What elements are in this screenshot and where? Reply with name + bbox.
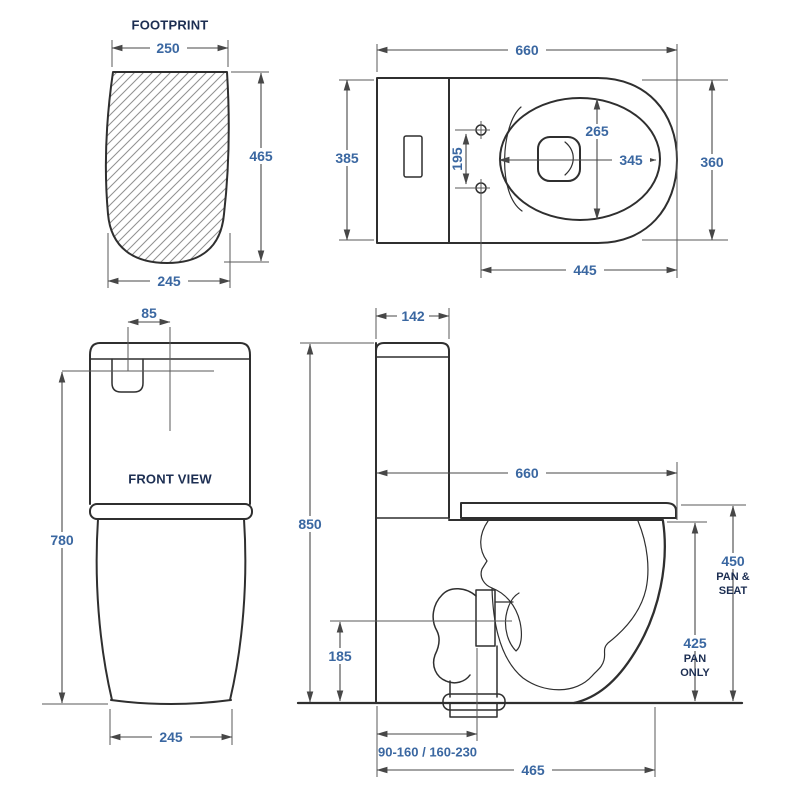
plan-seat-width-dim: 360 <box>700 154 724 170</box>
plan-bowl-width-dim: 265 <box>585 123 609 139</box>
pan-seat-label: PAN & <box>716 571 749 583</box>
dimension-text-mask <box>152 730 190 744</box>
front-view: FRONT VIEW 85 780 245 <box>42 305 253 745</box>
side-overall-height-dim: 850 <box>298 516 322 532</box>
dimension-text-mask <box>397 309 429 323</box>
flush-button <box>403 135 423 178</box>
side-pan-only-height-dim: 425 <box>683 635 707 651</box>
plan-fixing-centres-dim: 195 <box>449 147 465 171</box>
pan-only-label: PAN <box>684 653 706 665</box>
dimension-text-mask <box>566 263 604 277</box>
footprint-top-width-dim: 250 <box>156 40 180 56</box>
outlet-flange <box>442 693 506 711</box>
dimension-text-mask <box>578 124 616 139</box>
dimension-text-mask <box>291 516 329 532</box>
seat-lid-slab <box>460 502 677 519</box>
trap-bend <box>432 588 477 684</box>
dimension-text-mask <box>693 154 731 170</box>
dimension-text-mask <box>714 553 752 569</box>
dimension-text-mask <box>150 274 188 288</box>
cistern-outline <box>375 342 450 519</box>
dimension-text-mask <box>508 43 546 57</box>
button-recess <box>111 358 144 393</box>
dimension-text-mask <box>514 763 552 777</box>
plan-bowl-length-dim: 345 <box>619 152 643 168</box>
plan-overall-length-dim: 660 <box>515 42 539 58</box>
front-base-width-dim: 245 <box>159 729 183 745</box>
footprint-outline <box>104 71 230 264</box>
plan-view: 660 385 360 265 345 195 445 <box>328 42 731 278</box>
bowl-inner-outline <box>480 520 649 691</box>
footprint-view: FOOTPRINT 250 465 245 <box>104 18 280 289</box>
dimension-text-mask <box>328 150 366 166</box>
pan-left-edge <box>95 518 113 701</box>
dimension-text-mask <box>242 148 280 164</box>
side-length-dim: 660 <box>515 465 539 481</box>
footprint-bottom-width-dim: 245 <box>157 273 181 289</box>
footprint-height-dim: 465 <box>249 148 273 164</box>
pan-right-edge <box>229 518 247 701</box>
side-overall-depth-dim: 465 <box>521 762 545 778</box>
seat-band <box>89 503 253 520</box>
side-trap-height-dim: 185 <box>328 648 352 664</box>
plan-overall-width-dim: 385 <box>335 150 359 166</box>
pan-base-edge <box>110 699 232 705</box>
seat-ring-inner-edge <box>504 106 523 212</box>
front-button-width-dim: 85 <box>141 305 157 321</box>
footprint-title: FOOTPRINT <box>132 18 209 33</box>
side-cistern-depth-dim: 142 <box>401 308 425 324</box>
pan-seat-label: SEAT <box>719 585 748 597</box>
front-view-title: FRONT VIEW <box>128 472 212 487</box>
dimension-text-mask <box>612 153 650 168</box>
pan-front-curve <box>572 519 666 705</box>
trap-connector <box>475 589 496 647</box>
dimension-text-mask <box>43 532 81 548</box>
dimension-text-mask <box>676 635 714 651</box>
dimension-text-mask <box>150 41 187 55</box>
side-pan-seat-height-dim: 450 <box>721 553 745 569</box>
dimension-text-mask <box>508 466 546 480</box>
outlet-below-floor <box>449 702 498 718</box>
side-view: 142 850 660 185 90-160 / 160-230 465 425… <box>291 308 752 778</box>
pan-only-label: ONLY <box>680 667 710 679</box>
side-setout-range-dim: 90-160 / 160-230 <box>378 745 477 760</box>
plan-seat-length-dim: 445 <box>573 262 597 278</box>
flush-outlet-inner-arc <box>564 141 574 176</box>
front-height-dim: 780 <box>50 532 74 548</box>
dimension-text-mask <box>321 648 359 664</box>
